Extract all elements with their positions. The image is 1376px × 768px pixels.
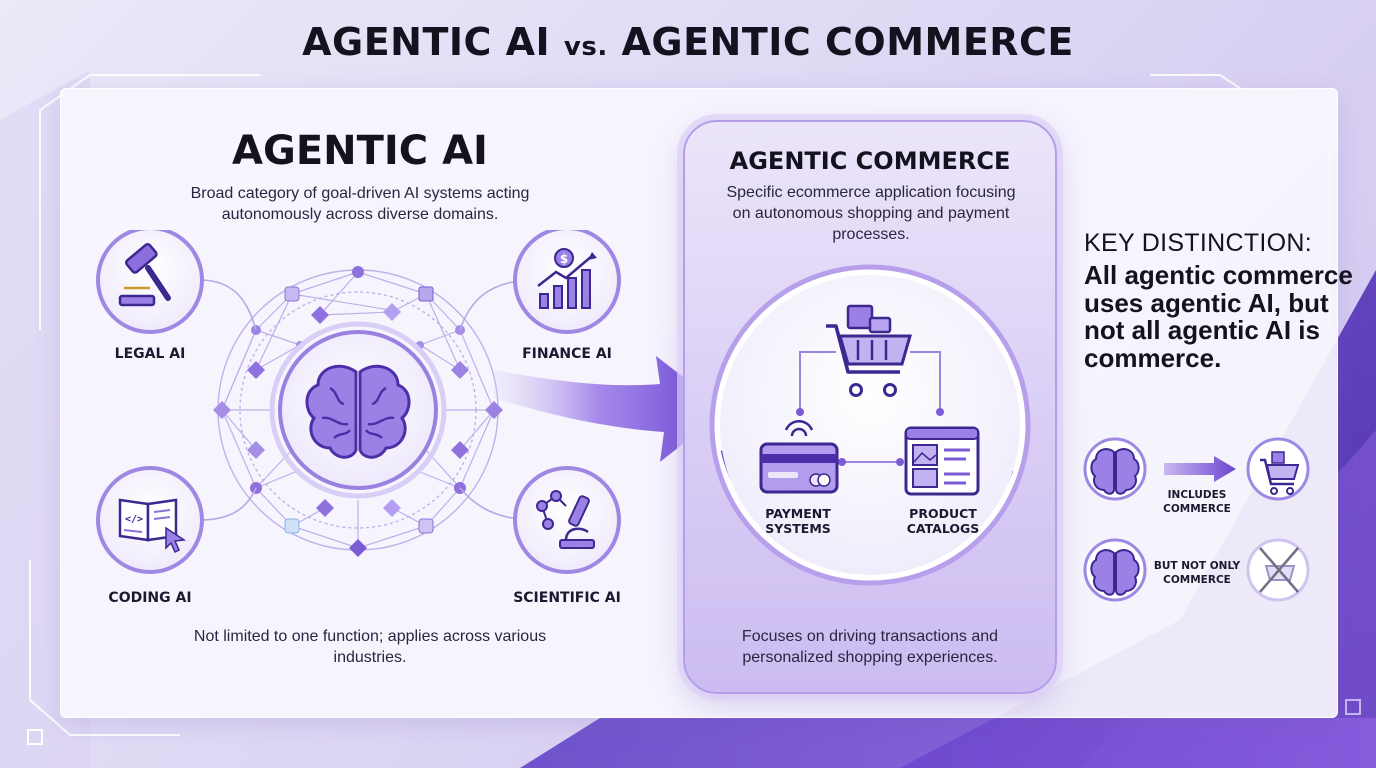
relation-label-not-only: BUT NOT ONLY COMMERCE — [1153, 560, 1241, 586]
agentic-commerce-description: Specific ecommerce application focusing … — [726, 184, 1016, 243]
agentic-ai-network-diagram: $ </> — [96, 230, 621, 574]
main-title: AGENTIC AI vs. AGENTIC COMMERCE — [0, 20, 1376, 64]
domain-coding: </> — [96, 466, 204, 574]
agentic-commerce-heading: AGENTIC COMMERCE — [729, 147, 1011, 175]
title-part-ai: AGENTIC AI — [302, 20, 551, 64]
network-nodes — [213, 266, 503, 557]
shopping-cart-icon — [826, 304, 912, 397]
agentic-ai-footer: Not limited to one function; applies acr… — [193, 628, 547, 666]
catalog-icon — [904, 426, 980, 496]
brain-icon — [1090, 448, 1140, 495]
domain-scientific — [513, 466, 621, 574]
relation-label-includes: INCLUDES COMMERCE — [1163, 489, 1231, 515]
growth-chart-icon: $ — [537, 248, 597, 309]
domain-label-scientific: SCIENTIFIC AI — [513, 590, 621, 606]
domain-finance: $ — [513, 230, 621, 334]
key-distinction-diagram — [1083, 437, 1310, 602]
domain-label-finance: FINANCE AI — [522, 346, 612, 362]
agentic-commerce-footer: Focuses on driving transactions and pers… — [741, 628, 999, 666]
code-book-icon: </> — [118, 498, 187, 554]
agentic-ai-description: Broad category of goal-driven AI systems… — [190, 185, 530, 223]
svg-text:</>: </> — [125, 514, 143, 525]
not-only-row — [1083, 538, 1310, 602]
domain-label-legal: LEGAL AI — [114, 346, 186, 362]
brain-icon — [1090, 549, 1140, 596]
crossed-cart-icon — [1259, 547, 1299, 593]
svg-text:$: $ — [560, 252, 568, 266]
domain-label-coding: CODING AI — [108, 590, 192, 606]
component-label-payment: PAYMENT SYSTEMS — [765, 506, 831, 536]
title-vs: vs. — [563, 32, 608, 62]
credit-card-icon — [759, 420, 839, 494]
key-distinction-heading: KEY DISTINCTION: — [1084, 229, 1312, 257]
component-label-catalog: PRODUCT CATALOGS — [906, 506, 980, 536]
includes-row — [1083, 437, 1310, 501]
agentic-commerce-diagram — [709, 264, 1031, 586]
relationship-arrow — [494, 356, 726, 462]
microscope-icon — [536, 490, 595, 549]
shopping-cart-icon — [1260, 451, 1300, 495]
domain-legal — [96, 230, 204, 334]
gavel-icon — [118, 242, 171, 307]
brain-icon — [305, 364, 411, 459]
agentic-ai-heading: AGENTIC AI — [232, 128, 488, 174]
brain-hub — [269, 321, 447, 499]
key-distinction-statement: All agentic commerce uses agentic AI, bu… — [1084, 260, 1353, 373]
title-part-commerce: AGENTIC COMMERCE — [621, 20, 1074, 64]
